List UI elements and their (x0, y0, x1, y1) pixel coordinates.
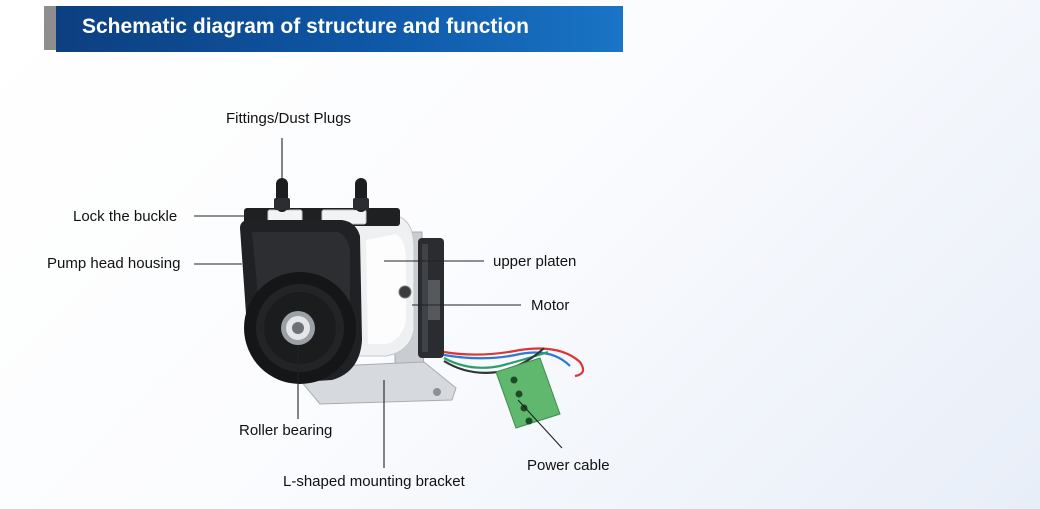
header-banner: Schematic diagram of structure and funct… (56, 6, 623, 52)
roller-assembly (244, 272, 356, 384)
label-roller-bearing: Roller bearing (239, 422, 333, 439)
label-fittings: Fittings/Dust Plugs (226, 110, 352, 127)
header-accent-bar (44, 6, 56, 50)
label-pump-housing: Pump head housing (47, 255, 181, 272)
fittings (274, 178, 369, 212)
label-power-cable: Power cable (527, 457, 610, 474)
label-upper-platen: upper platen (493, 253, 577, 270)
label-lock-buckle: Lock the buckle (73, 208, 178, 225)
leader-lines (194, 138, 563, 468)
label-motor: Motor (531, 297, 570, 314)
label-bracket: L-shaped mounting bracket (283, 473, 465, 490)
page-title: Schematic diagram of structure and funct… (82, 15, 529, 38)
motor (418, 238, 444, 358)
power-connector (495, 357, 561, 429)
